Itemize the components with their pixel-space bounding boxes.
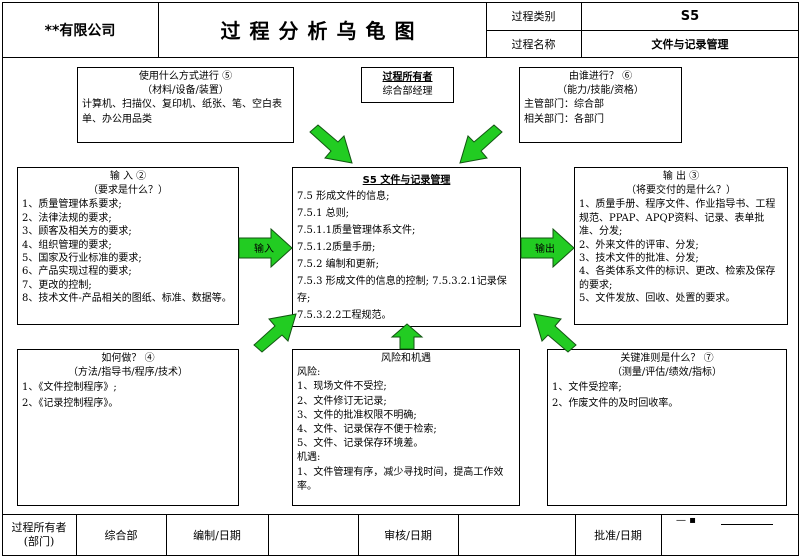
process-line: 7.5 形成文件的信息; — [297, 191, 390, 203]
bottom-left-arrow — [253, 313, 297, 353]
footer-owner-label: 过程所有者(部门) — [11, 521, 67, 548]
process-title: S5 文件与记录管理 — [362, 175, 451, 186]
inputs-subtitle: （要求是什么？） — [88, 185, 168, 197]
output-arrow: 输出 — [520, 227, 575, 269]
process-line: 7.5.2 编制和更新; — [297, 259, 379, 271]
criteria-title: 关键准则是什么？ ⑦ — [620, 353, 714, 364]
outputs-line: 5、文件发放、回收、处置的要求。 — [579, 293, 736, 305]
risk-box: 风险和机遇 风险: 1、现场文件不受控; 2、文件修订无记录; 3、文件的批准权… — [292, 349, 520, 506]
process-line: 7.5.1.1质量管理体系文件; — [297, 225, 416, 237]
process-line: 7.5.1 总则; — [297, 208, 349, 220]
footer-divider — [575, 514, 576, 556]
risk-title: 风险和机遇 — [381, 353, 431, 364]
by-whom-box: 由谁进行？ ⑥ （能力/技能/资格） 主管部门：综合部 相关部门：各部门 — [519, 67, 682, 143]
risk-line: 5、文件、记录保存环境差。 — [297, 438, 424, 450]
footer-signature-line — [721, 524, 773, 525]
header-divider — [158, 2, 159, 57]
with-what-body: 计算机、扫描仪、复印机、纸张、笔、空白表单、办公用品类 — [82, 99, 282, 125]
risk-line: 4、文件、记录保存不便于检索; — [297, 424, 437, 436]
footer-divider — [458, 514, 459, 556]
outputs-line: 2、外来文件的评审、分发; — [579, 239, 699, 251]
footer-divider — [661, 514, 662, 556]
outputs-line: 1、质量手册、程序文件、作业指导书、工程规范、PPAP、APQP资料、记录、表单… — [579, 199, 776, 238]
footer-divider — [76, 514, 77, 556]
risk-line: 1、文件管理有序，减少寻找时间，提高工作效率。 — [297, 466, 504, 492]
criteria-subtitle: （测量/评估/绩效/指标） — [611, 367, 723, 379]
process-line: 7.5.3.2.2工程规范。 — [297, 310, 392, 322]
with-what-subtitle: （材料/设备/装置） — [142, 85, 229, 97]
process-type-label: 过程类别 — [511, 10, 556, 23]
inputs-line: 5、国家及行业标准的要求; — [22, 253, 142, 265]
input-arrow-label: 输入 — [254, 242, 274, 255]
with-what-box: 使用什么方式进行 ⑤ （材料/设备/装置） 计算机、扫描仪、复印机、纸张、笔、空… — [77, 67, 294, 143]
process-owner-title: 过程所有者 — [382, 72, 433, 83]
company-name: **有限公司 — [44, 22, 116, 39]
how-box: 如何做？ ④ （方法/指导书/程序/技术） 1、《文件控制程序》; 2、《记录控… — [17, 349, 239, 506]
header-divider — [486, 30, 799, 31]
footer-divider — [166, 514, 167, 556]
by-whom-line: 相关部门：各部门 — [524, 113, 604, 125]
footer-owner-value: 综合部 — [104, 529, 138, 542]
inputs-line: 1、质量管理体系要求; — [22, 199, 122, 211]
criteria-line: 2、作废文件的及时回收率。 — [552, 398, 679, 410]
inputs-line: 8、技术文件-产品相关的图纸、标准、数据等。 — [22, 293, 232, 305]
bottom-right-arrow — [533, 313, 577, 353]
outputs-title: 输 出 ③ — [662, 171, 700, 182]
outputs-subtitle: （将要交付的是什么？） — [626, 185, 736, 197]
process-owner-box: 过程所有者 综合部经理 — [361, 67, 454, 103]
header-divider — [581, 2, 582, 57]
inputs-line: 2、法律法规的要求; — [22, 212, 112, 224]
footer-top-line — [2, 514, 799, 515]
risk-line: 1、现场文件不受控; — [297, 381, 387, 393]
top-right-arrow — [459, 124, 503, 164]
process-name-label: 过程名称 — [511, 37, 556, 51]
process-owner-value: 综合部经理 — [382, 86, 433, 98]
process-line: 7.5.3 形成文件的信息的控制; 7.5.3.2.1记录保存; — [297, 276, 507, 305]
process-line: 7.5.1.2质量手册; — [297, 242, 376, 254]
footer-divider — [358, 514, 359, 556]
footer-corner-mark: — ▪ — [676, 515, 696, 526]
top-left-arrow — [309, 124, 353, 164]
outputs-line: 3、技术文件的批准、分发; — [579, 253, 699, 265]
inputs-line: 6、产品实现过程的要求; — [22, 266, 132, 278]
inputs-box: 输 入 ② （要求是什么？） 1、质量管理体系要求; 2、法律法规的要求; 3、… — [17, 167, 239, 325]
header-divider — [486, 2, 487, 57]
footer-approved-label: 批准/日期 — [594, 529, 642, 542]
by-whom-subtitle: （能力/技能/资格） — [557, 85, 644, 97]
risk-line: 机遇: — [297, 452, 321, 464]
inputs-line: 4、组织管理的要求; — [22, 239, 112, 251]
criteria-line: 1、文件受控率; — [552, 382, 622, 394]
risk-line: 风险: — [297, 367, 321, 379]
input-arrow: 输入 — [238, 227, 293, 269]
inputs-line: 7、更改的控制; — [22, 279, 92, 291]
inputs-line: 3、顾客及相关方的要求; — [22, 226, 132, 238]
page-title: 过程分析乌龟图 — [220, 19, 424, 43]
process-type-value: S5 — [680, 8, 700, 24]
footer-divider — [268, 514, 269, 556]
with-what-title: 使用什么方式进行 ⑤ — [138, 71, 233, 82]
how-title: 如何做？ ④ — [101, 353, 155, 364]
by-whom-title: 由谁进行？ ⑥ — [568, 71, 633, 82]
risk-line: 3、文件的批准权限不明确; — [297, 409, 417, 421]
output-arrow-label: 输出 — [535, 242, 555, 255]
process-name-value: 文件与记录管理 — [651, 37, 729, 51]
process-box: S5 文件与记录管理 7.5 形成文件的信息; 7.5.1 总则; 7.5.1.… — [292, 167, 521, 327]
how-line: 1、《文件控制程序》; — [22, 382, 117, 394]
by-whom-line: 主管部门：综合部 — [524, 99, 604, 111]
footer-reviewed-label: 审核/日期 — [384, 529, 432, 542]
bottom-center-arrow — [390, 323, 424, 350]
inputs-title: 输 入 ② — [109, 171, 147, 182]
outputs-line: 4、各类体系文件的标识、更改、检索及保存的要求; — [579, 266, 776, 291]
outputs-box: 输 出 ③ （将要交付的是什么？） 1、质量手册、程序文件、作业指导书、工程规范… — [574, 167, 788, 325]
risk-line: 2、文件修订无记录; — [297, 395, 387, 407]
how-line: 2、《记录控制程序》。 — [22, 398, 119, 410]
header-bottom-line — [2, 57, 799, 58]
how-subtitle: （方法/指导书/程序/技术） — [67, 367, 189, 379]
criteria-box: 关键准则是什么？ ⑦ （测量/评估/绩效/指标） 1、文件受控率; 2、作废文件… — [547, 349, 787, 506]
footer-prepared-label: 编制/日期 — [193, 529, 241, 542]
